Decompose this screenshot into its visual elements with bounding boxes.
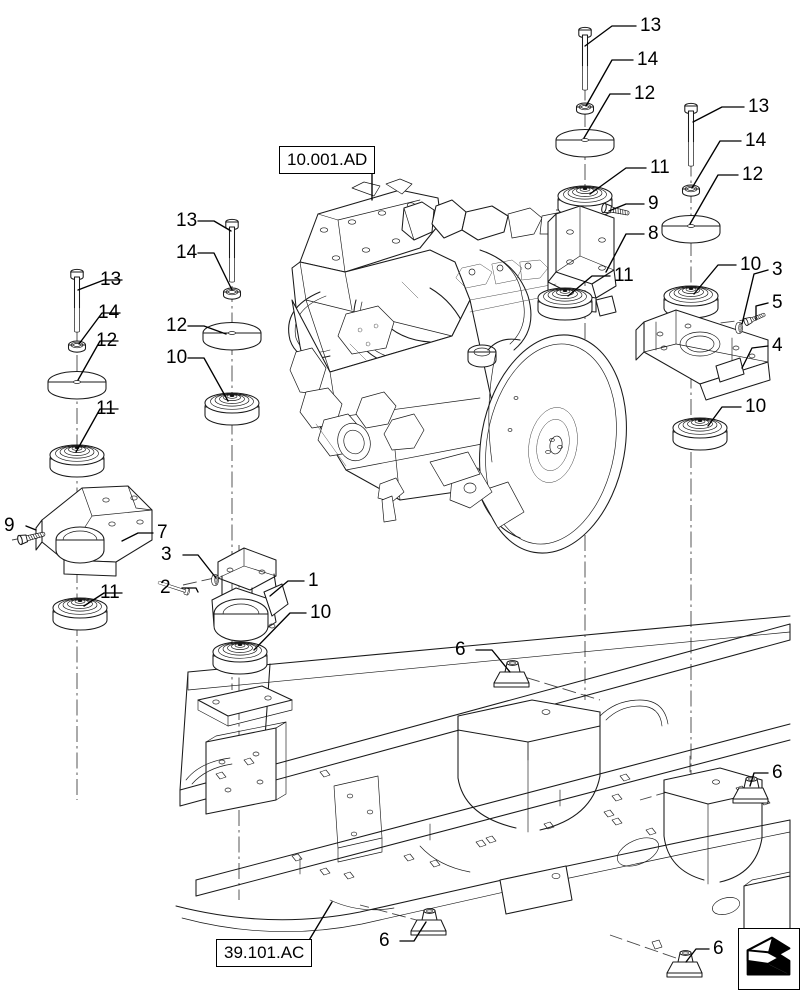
callout-12[interactable]: 12: [742, 164, 764, 185]
callout-14[interactable]: 14: [176, 242, 198, 263]
callout-6[interactable]: 6: [713, 938, 724, 959]
callout-12[interactable]: 12: [96, 330, 118, 351]
engine-assembly: [288, 178, 627, 554]
callout-11[interactable]: 11: [100, 582, 120, 603]
callout-14[interactable]: 14: [745, 130, 767, 151]
mount-bracket-1: [156, 547, 289, 675]
callout-10[interactable]: 10: [745, 396, 767, 417]
callout-10[interactable]: 10: [740, 254, 762, 275]
callout-13[interactable]: 13: [640, 15, 662, 36]
callout-11[interactable]: 11: [614, 265, 634, 286]
callout-3[interactable]: 3: [772, 259, 783, 280]
callout-4[interactable]: 4: [772, 335, 783, 356]
callout-6[interactable]: 6: [772, 762, 783, 783]
callout-9[interactable]: 9: [648, 193, 659, 214]
callout-2[interactable]: 2: [160, 577, 171, 598]
callout-10[interactable]: 10: [310, 602, 332, 623]
callout-14[interactable]: 14: [637, 49, 659, 70]
stack-top-right: [635, 102, 771, 451]
callout-leaders: [25, 25, 769, 963]
callout-1[interactable]: 1: [308, 570, 319, 591]
callout-11[interactable]: 11: [96, 398, 116, 419]
xref-box-engine[interactable]: 10.001.AD: [279, 146, 376, 174]
orientation-icon-frame: [738, 928, 800, 990]
xref-box-frame[interactable]: 39.101.AC: [216, 939, 313, 967]
callout-8[interactable]: 8: [648, 223, 659, 244]
callout-3[interactable]: 3: [161, 544, 172, 565]
callout-13[interactable]: 13: [748, 96, 770, 117]
callout-9[interactable]: 9: [4, 515, 15, 536]
callout-7[interactable]: 7: [157, 522, 168, 543]
callout-14[interactable]: 14: [98, 302, 120, 323]
rubber-stops: [410, 660, 769, 978]
flywheel-housing: [377, 334, 627, 554]
callout-6[interactable]: 6: [379, 930, 390, 951]
mount-bracket-7: [16, 485, 153, 631]
callout-12[interactable]: 12: [166, 315, 188, 336]
callout-13[interactable]: 13: [100, 269, 122, 290]
callout-10[interactable]: 10: [166, 347, 188, 368]
stack-top-center: [537, 26, 631, 321]
support-bracket-4: [635, 309, 771, 401]
callout-11[interactable]: 11: [650, 157, 670, 178]
callout-5[interactable]: 5: [772, 292, 783, 313]
callout-12[interactable]: 12: [634, 83, 656, 104]
callout-13[interactable]: 13: [176, 210, 198, 231]
stack-far-left: [47, 268, 107, 478]
callout-6[interactable]: 6: [455, 639, 466, 660]
chassis-frame: [175, 615, 791, 951]
direction-arrow-icon: [746, 936, 791, 976]
stack-mid-left: [202, 218, 262, 426]
